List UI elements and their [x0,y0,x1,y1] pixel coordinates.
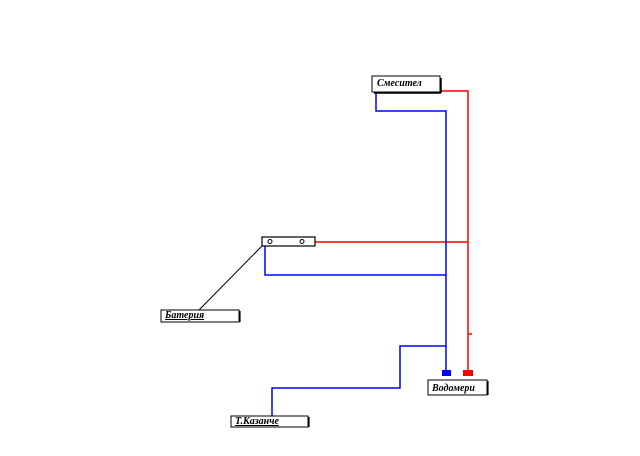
mixer-box [371,75,441,93]
battery-leader-line [198,245,263,311]
cold-pipes [264,92,451,416]
tank-box [230,415,309,428]
component-boxes [160,75,489,428]
battery-box [160,309,240,323]
cold-pipe-mixer-riser [375,92,447,370]
battery-fitting [261,236,316,247]
battery-fitting-hole-left [267,239,273,244]
cold-meter-marker [442,370,451,376]
hot-pipe-mixer-riser [440,90,469,370]
meters-box [427,379,488,396]
tank-label: Т.Казанче [235,416,279,427]
battery-fitting-hole-right [299,239,305,244]
cold-pipe-tank-branch [271,345,446,416]
battery-label: Батерия [165,310,205,321]
meters-label: Водомери [432,383,475,394]
cold-pipe-battery-branch [264,246,446,276]
mixer-label: Смесител [377,78,422,89]
hot-meter-marker [463,370,473,376]
hot-pipes [315,90,473,376]
